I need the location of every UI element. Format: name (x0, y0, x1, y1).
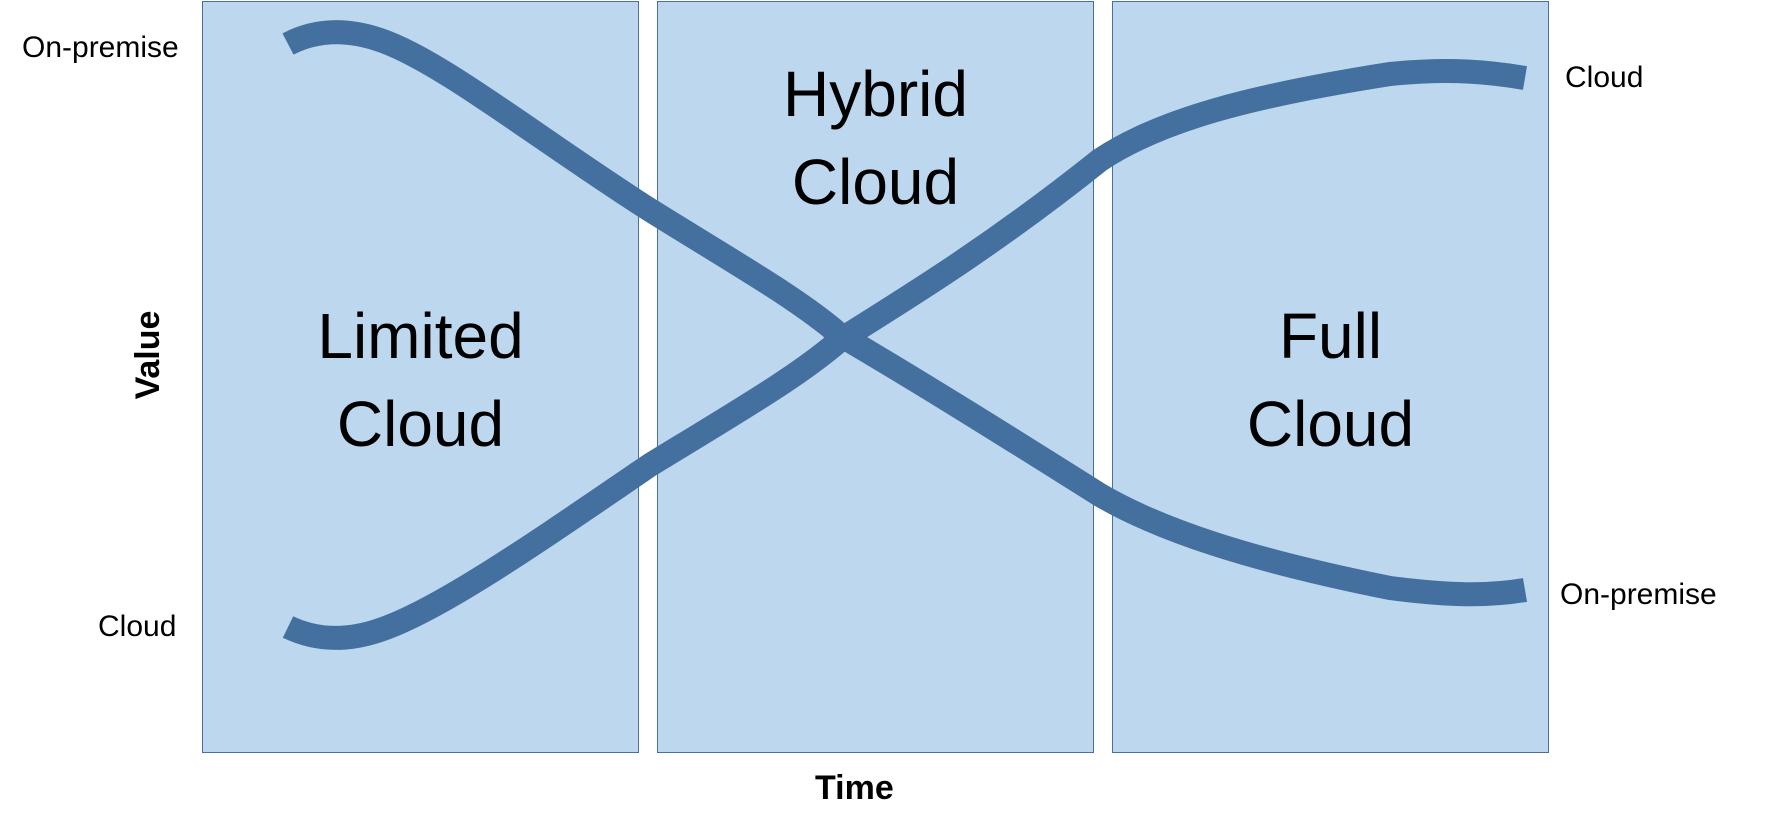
on-premise-end-label: On-premise (1560, 578, 1717, 611)
phase-label-line-1: Hybrid (783, 58, 968, 130)
phase-panel-limited-cloud: Limited Cloud (202, 1, 639, 753)
phase-label: Hybrid Cloud (658, 50, 1093, 226)
phase-label: Full Cloud (1113, 292, 1548, 468)
phase-panel-hybrid-cloud: Hybrid Cloud (657, 1, 1094, 753)
phase-panel-full-cloud: Full Cloud (1112, 1, 1549, 753)
phase-label-line-1: Limited (317, 300, 524, 372)
cloud-end-label: Cloud (1565, 61, 1644, 94)
y-axis-title: Value (129, 310, 167, 400)
on-premise-start-label: On-premise (22, 31, 179, 64)
x-axis-title: Time (815, 769, 894, 807)
phase-label-line-2: Cloud (336, 388, 505, 460)
phase-label-line-2: Cloud (1246, 388, 1415, 460)
cloud-start-label: Cloud (98, 610, 177, 643)
phase-label-line-1: Full (1278, 300, 1383, 372)
phase-label-line-2: Cloud (791, 146, 960, 218)
phase-label: Limited Cloud (203, 292, 638, 468)
